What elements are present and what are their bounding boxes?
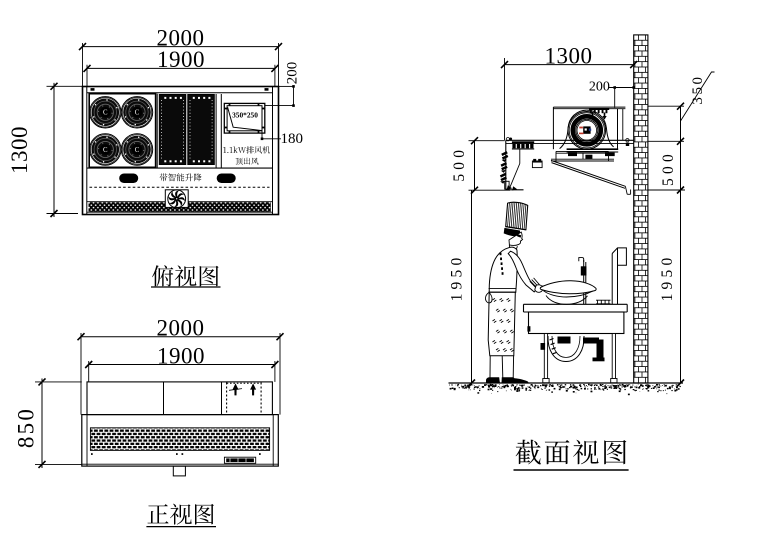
svg-text:850: 850 <box>14 407 39 448</box>
svg-text:C: C <box>103 110 108 117</box>
svg-text:350*250: 350*250 <box>232 110 258 119</box>
svg-text:500: 500 <box>451 146 468 182</box>
svg-text:C: C <box>103 147 108 154</box>
svg-text:180: 180 <box>281 131 304 147</box>
svg-text:C: C <box>135 110 140 117</box>
svg-text:1950: 1950 <box>449 254 466 302</box>
svg-text:350: 350 <box>690 74 706 104</box>
svg-text:200: 200 <box>589 80 610 95</box>
svg-text:C: C <box>135 147 140 154</box>
svg-text:1950: 1950 <box>659 254 676 302</box>
svg-text:500: 500 <box>660 150 677 186</box>
svg-text:200: 200 <box>285 62 301 85</box>
svg-text:1300: 1300 <box>7 126 32 174</box>
